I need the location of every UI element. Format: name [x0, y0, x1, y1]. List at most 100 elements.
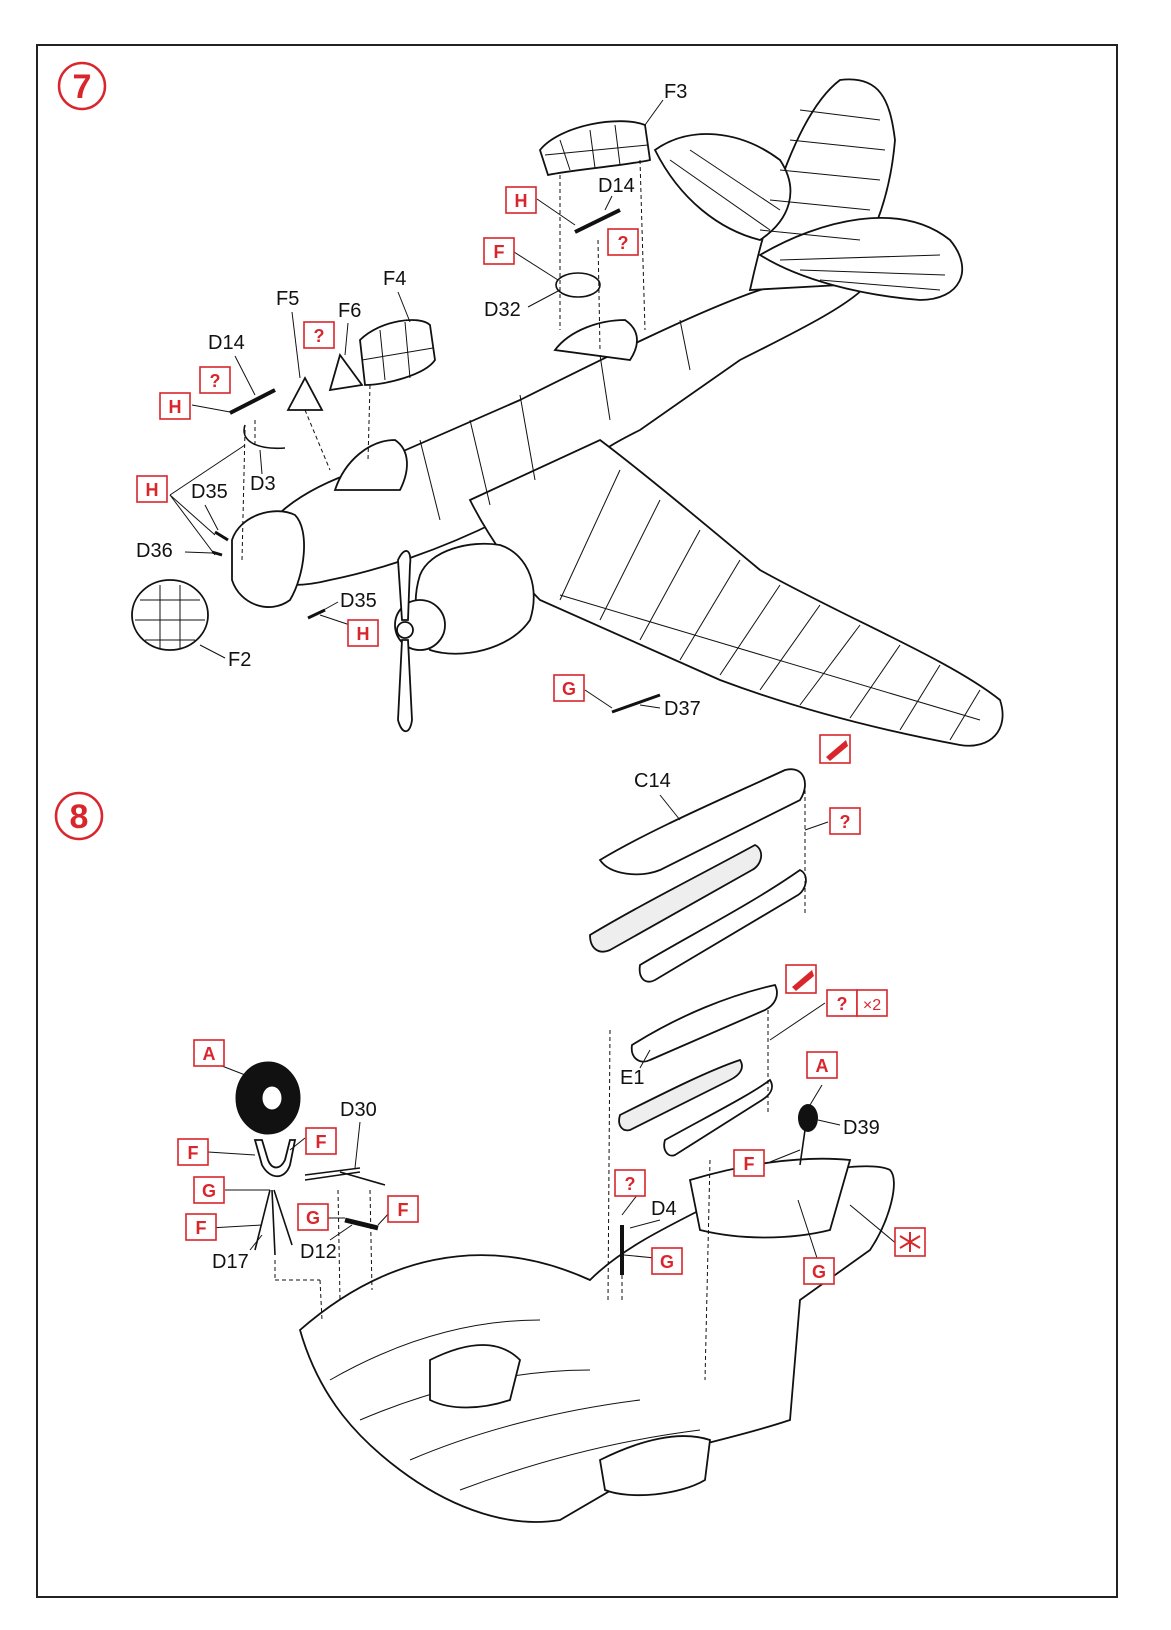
- paint-box-x2: ×2: [856, 989, 888, 1017]
- svg-text:?: ?: [210, 371, 221, 391]
- svg-text:H: H: [169, 397, 182, 417]
- step8-guides: [274, 1029, 711, 1381]
- svg-text:G: G: [306, 1208, 320, 1228]
- paint-box-f-left1: F: [177, 1138, 209, 1166]
- part-d35-upper: [214, 530, 229, 542]
- label-d32: D32: [484, 299, 521, 321]
- svg-text:?: ?: [314, 326, 325, 346]
- svg-text:?: ?: [837, 994, 848, 1014]
- step7-paint-boxes: H ? F ? ? H H H G: [136, 186, 639, 702]
- svg-text:F: F: [398, 1200, 409, 1220]
- part-d14-rear: [574, 208, 621, 234]
- paint-box-f-right1: F: [305, 1127, 337, 1155]
- step-7-marker: 7: [57, 61, 107, 111]
- label-d14-rear: D14: [598, 175, 635, 197]
- label-d4: D4: [651, 1198, 677, 1220]
- part-f5-windscreen: [286, 376, 324, 411]
- paint-box-q-rear: ?: [607, 228, 639, 256]
- paint-box-g-d12: G: [297, 1203, 329, 1231]
- label-f6: F6: [338, 300, 361, 322]
- paint-box-q-e1: ?: [826, 989, 858, 1017]
- svg-text:G: G: [660, 1252, 674, 1272]
- svg-text:H: H: [357, 624, 370, 644]
- label-d30: D30: [340, 1099, 377, 1121]
- part-f3-canopy: [538, 120, 652, 177]
- part-d12: [344, 1217, 379, 1231]
- svg-text:G: G: [812, 1262, 826, 1282]
- svg-text:×2: ×2: [863, 997, 881, 1014]
- svg-text:?: ?: [618, 233, 629, 253]
- paint-box-f-left2: F: [185, 1213, 217, 1241]
- paint-box-g-d4: G: [651, 1247, 683, 1275]
- step8-paint-boxes: ? ? ×2 A F F G F G F ? G A F G: [177, 734, 926, 1285]
- page-frame: [36, 44, 1118, 1598]
- part-f2-nose-glazing: [131, 579, 209, 651]
- svg-text:G: G: [562, 679, 576, 699]
- part-f6-windscreen: [328, 352, 364, 392]
- svg-text:F: F: [744, 1154, 755, 1174]
- step7-leaders: [169, 99, 664, 709]
- paint-box-f-d30: F: [387, 1195, 419, 1223]
- label-d35-lower: D35: [340, 590, 377, 612]
- svg-text:F: F: [188, 1143, 199, 1163]
- paint-box-h-front: H: [159, 392, 191, 420]
- svg-text:?: ?: [840, 812, 851, 832]
- paint-box-q-d4: ?: [614, 1169, 646, 1197]
- paint-box-a-wheel: A: [193, 1039, 225, 1067]
- paint-box-h-rear: H: [505, 186, 537, 214]
- svg-text:F: F: [316, 1132, 327, 1152]
- paint-box-f-d39: F: [733, 1149, 765, 1177]
- label-d35-upper: D35: [191, 481, 228, 503]
- svg-text:A: A: [816, 1056, 829, 1076]
- part-d37: [611, 693, 661, 714]
- label-e1: E1: [620, 1067, 644, 1089]
- paint-box-g-tail: G: [803, 1257, 835, 1285]
- aircraft-underside-step8: [298, 1157, 895, 1523]
- svg-text:H: H: [515, 191, 528, 211]
- part-d14-front: [229, 388, 276, 415]
- label-d37: D37: [664, 698, 701, 720]
- part-yoke: [253, 1139, 297, 1178]
- svg-text:A: A: [203, 1044, 216, 1064]
- label-c14: C14: [634, 770, 671, 792]
- part-d3: [243, 424, 286, 450]
- label-f4: F4: [383, 268, 406, 290]
- paint-box-q-c14: ?: [829, 807, 861, 835]
- label-d39: D39: [843, 1117, 880, 1139]
- label-d17: D17: [212, 1251, 249, 1273]
- step8-labels: C14 E1 D30 D12 D17 D4 D39: [212, 770, 880, 1273]
- paint-box-q-front: ?: [199, 366, 231, 394]
- paint-box-decal-star-icon: [894, 1227, 926, 1257]
- paint-box-f-rear: F: [483, 237, 515, 265]
- svg-text:F: F: [196, 1218, 207, 1238]
- label-d12: D12: [300, 1241, 337, 1263]
- part-f4-canopy: [359, 319, 436, 386]
- part-d30: [304, 1167, 386, 1186]
- paint-box-g-left: G: [193, 1176, 225, 1204]
- svg-text:F: F: [494, 242, 505, 262]
- label-d14-front: D14: [208, 332, 245, 354]
- part-d17-tripod: [254, 1189, 293, 1256]
- paint-box-h-lower: H: [347, 619, 379, 647]
- paint-box-stripe-e1: [785, 964, 817, 994]
- svg-text:H: H: [146, 480, 159, 500]
- label-d3: D3: [250, 473, 276, 495]
- paint-box-stripe-c14: [819, 734, 851, 764]
- aircraft-fuselage-step7: [231, 78, 1004, 747]
- step7-guides: [241, 159, 646, 561]
- paint-box-q-f5: ?: [303, 321, 335, 349]
- part-wheel: [235, 1061, 301, 1135]
- step7-labels: F3 D14 D32 F4 F5 F6 D14 D3 D35 D36 D35 F…: [136, 81, 701, 720]
- label-f3: F3: [664, 81, 687, 103]
- step-8-marker: 8: [54, 791, 104, 841]
- step-7-number: 7: [73, 68, 92, 106]
- part-e1-flap-assembly: [618, 983, 778, 1157]
- step8-leaders: [207, 794, 899, 1259]
- label-f2: F2: [228, 649, 251, 671]
- part-d32-ring: [555, 272, 601, 298]
- part-d39: [798, 1104, 818, 1166]
- label-f5: F5: [276, 288, 299, 310]
- svg-text:?: ?: [625, 1174, 636, 1194]
- part-c14-flap-assembly: [589, 768, 807, 983]
